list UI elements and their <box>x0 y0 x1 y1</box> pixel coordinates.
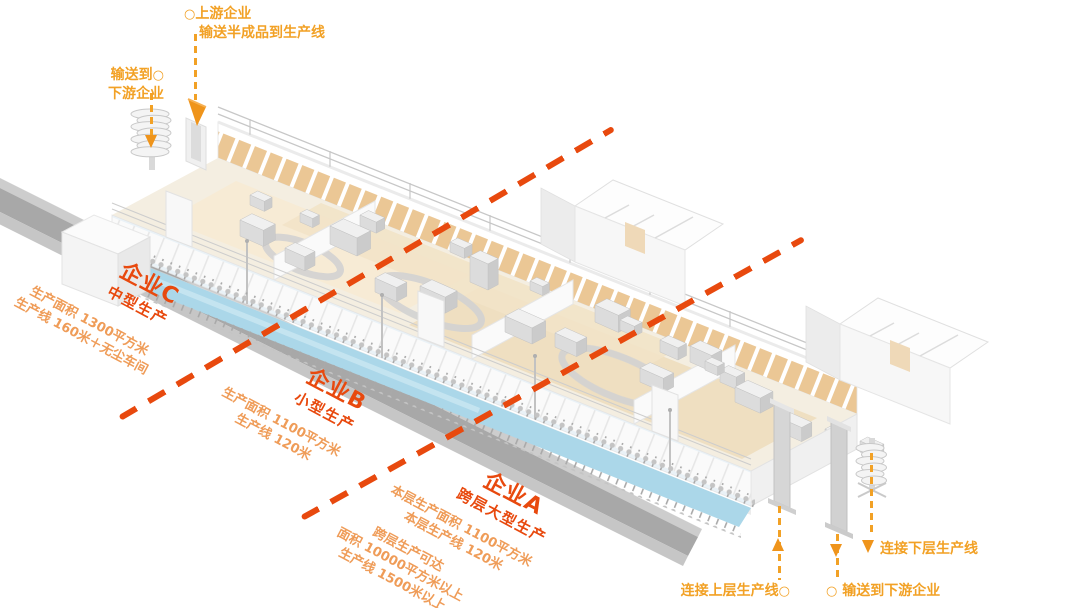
flow-connect-lower-label: 连接下层生产线 <box>862 540 978 558</box>
flow-connect-upper-label: 连接上层生产线○ <box>680 583 790 599</box>
arrow-down-icon <box>145 135 157 148</box>
lift-column-down <box>825 416 853 539</box>
flow-downstream-bottom-label: ○ 输送到下游企业 <box>826 583 941 599</box>
machines <box>239 190 885 460</box>
flow-upstream-label: ○上游企业 输送半成品到生产线 <box>184 6 325 41</box>
arrow-down-icon <box>862 540 874 553</box>
upstream-feed-tower <box>185 98 207 171</box>
flow-marker-icon: ○ <box>826 584 838 599</box>
flow-marker-icon: ○ <box>152 68 164 83</box>
left-end-building <box>60 214 152 307</box>
flow-marker-icon: ○ <box>778 584 790 599</box>
flow-marker-icon: ○ <box>184 7 196 22</box>
arrow-up-icon <box>772 538 784 551</box>
flow-downstream-bottom-line <box>836 534 839 580</box>
flow-upstream-line <box>194 34 197 100</box>
flow-downstream-left-line <box>150 93 153 135</box>
annex-room-top <box>540 179 725 307</box>
flow-connect-lower-line <box>870 453 873 537</box>
annex-room-right <box>805 297 990 425</box>
flow-downstream-left-label: 输送到○ 下游企业 <box>108 67 164 102</box>
arrow-down-icon <box>830 544 842 557</box>
water-channel <box>98 240 755 538</box>
lift-column-up <box>768 398 796 515</box>
